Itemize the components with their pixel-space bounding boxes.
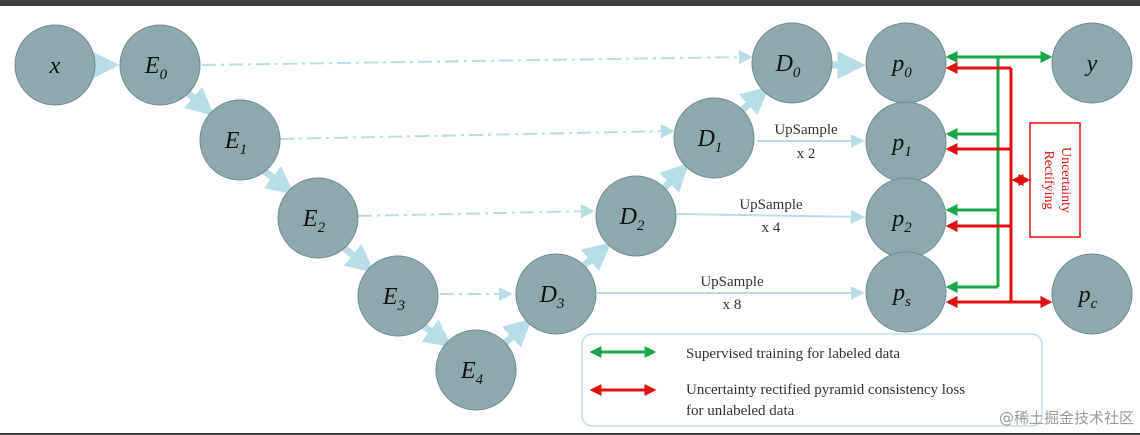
legend-unsup-text-2: for unlabeled data xyxy=(686,403,795,419)
watermark-text: @稀土掘金技术社区 xyxy=(999,409,1134,427)
node-d1-main: D xyxy=(697,126,715,152)
node-e0-sub: 0 xyxy=(160,67,168,83)
arrow-e1-e2 xyxy=(259,166,295,195)
upsample-d1-line1: UpSample xyxy=(774,122,838,138)
arrow-e3-e4 xyxy=(421,319,453,348)
rectify-label-line2: Rectifying xyxy=(1041,150,1056,209)
svg-text:E0: E0 xyxy=(144,53,168,83)
node-e1: E1 xyxy=(199,99,281,181)
upsample-d2-line2: x 4 xyxy=(762,220,781,236)
upsample-d1-line2: x 2 xyxy=(797,146,816,162)
arrow-e2-e3 xyxy=(341,244,375,273)
node-e1-main: E xyxy=(224,128,240,154)
node-d2-main: D xyxy=(619,204,637,230)
node-d0-main: D xyxy=(775,51,793,77)
rectify-label-line1: Uncertainty xyxy=(1058,147,1073,213)
node-e4: E4 xyxy=(435,329,517,411)
node-ps: ps xyxy=(865,251,947,333)
arrow-d2-d1 xyxy=(659,163,689,193)
svg-text:E4: E4 xyxy=(460,358,484,388)
node-y-label: y xyxy=(1085,51,1098,77)
legend-box xyxy=(581,333,1043,427)
skip-connections xyxy=(201,50,753,301)
legend-unsup-text-1: Uncertainty rectified pyramid consistenc… xyxy=(686,382,965,398)
node-pc-main: p xyxy=(1077,282,1091,308)
svg-text:ps: ps xyxy=(891,280,911,310)
arrow-e4-d3 xyxy=(500,318,533,348)
node-x: x xyxy=(14,24,96,106)
node-y: y xyxy=(1051,22,1133,104)
node-p2-sub: 2 xyxy=(904,220,912,236)
svg-text:pc: pc xyxy=(1077,282,1098,312)
node-d2-sub: 2 xyxy=(637,218,645,234)
node-p2-main: p xyxy=(890,206,904,232)
flow-arrows xyxy=(91,51,866,348)
node-p2: p2 xyxy=(865,177,947,259)
node-e0: E0 xyxy=(119,24,201,106)
upsample-arrows xyxy=(597,134,865,300)
node-p1-main: p xyxy=(890,130,904,156)
legend: Supervised training for labeled data Unc… xyxy=(581,333,1043,427)
node-p0: p0 xyxy=(865,22,947,104)
node-pc-sub: c xyxy=(1091,296,1098,312)
upsample-d3-line2: x 8 xyxy=(723,297,742,313)
svg-text:D3: D3 xyxy=(539,282,565,312)
node-p0-sub: 0 xyxy=(904,65,912,81)
node-e4-sub: 4 xyxy=(476,372,484,388)
node-d3: D3 xyxy=(515,253,597,335)
node-d3-main: D xyxy=(539,282,557,308)
svg-text:D1: D1 xyxy=(697,126,723,156)
legend-supervised-text: Supervised training for labeled data xyxy=(686,346,900,362)
svg-text:E3: E3 xyxy=(382,284,405,314)
node-e2-sub: 2 xyxy=(318,220,326,236)
node-e0-main: E xyxy=(144,53,160,79)
node-p1: p1 xyxy=(865,101,947,183)
upsample-d2-line1: UpSample xyxy=(739,197,803,213)
svg-text:p1: p1 xyxy=(890,130,912,160)
node-e2: E2 xyxy=(277,177,359,259)
node-e3-main: E xyxy=(382,284,398,310)
node-e3: E3 xyxy=(357,255,439,337)
skip-e0-d0 xyxy=(201,50,753,66)
node-e3-sub: 3 xyxy=(397,298,406,314)
node-d2: D2 xyxy=(595,175,677,257)
uncertainty-rectifying-box: Uncertainty Rectifying xyxy=(1029,122,1081,238)
node-d3-sub: 3 xyxy=(556,296,565,312)
upsample-d3-line1: UpSample xyxy=(700,274,764,290)
svg-text:p2: p2 xyxy=(890,206,912,236)
svg-text:D0: D0 xyxy=(775,51,801,81)
node-p0-main: p xyxy=(890,51,904,77)
upsample-arrow-d2 xyxy=(676,209,865,224)
node-d0-sub: 0 xyxy=(793,65,801,81)
consistency-connections xyxy=(945,62,1053,308)
svg-text:E2: E2 xyxy=(302,206,326,236)
svg-text:D2: D2 xyxy=(619,204,645,234)
node-e4-main: E xyxy=(460,358,476,384)
node-e2-main: E xyxy=(302,206,318,232)
node-d0: D0 xyxy=(751,22,833,104)
svg-text:p0: p0 xyxy=(890,51,912,81)
supervised-connections xyxy=(945,51,1053,293)
node-ps-main: p xyxy=(891,280,905,306)
skip-e2-d2 xyxy=(357,204,595,219)
node-ps-sub: s xyxy=(905,294,911,310)
node-d1-sub: 1 xyxy=(715,140,723,156)
arrow-d3-d2 xyxy=(579,242,612,272)
svg-text:E1: E1 xyxy=(224,128,247,158)
node-p1-sub: 1 xyxy=(904,144,912,160)
upsample-labels: UpSample x 2 UpSample x 4 UpSample x 8 xyxy=(700,122,838,313)
node-d1: D1 xyxy=(673,97,755,179)
node-layer: x E0 E1 E2 E3 E4 D3 D2 xyxy=(14,22,1133,411)
node-e1-sub: 1 xyxy=(240,142,248,158)
arrow-d1-d0 xyxy=(737,86,770,116)
skip-e1-d1 xyxy=(279,124,675,140)
node-x-label: x xyxy=(49,53,61,79)
node-pc: pc xyxy=(1051,253,1133,335)
